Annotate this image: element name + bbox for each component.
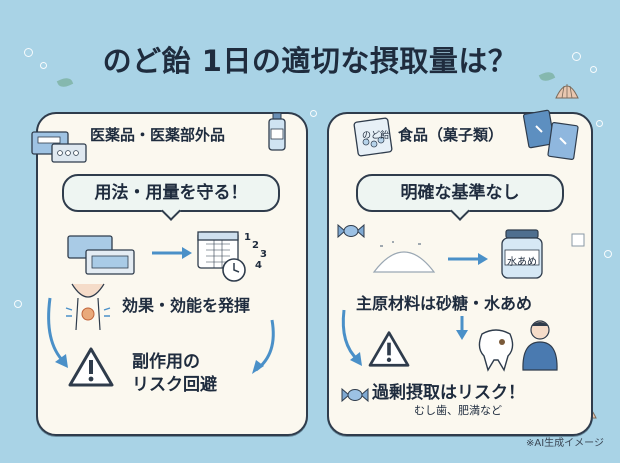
bubble [40, 62, 47, 69]
risk-text-line1: 副作用の [132, 352, 200, 372]
curve-arrow-icon [47, 297, 68, 368]
bubble [310, 110, 317, 117]
curve-arrow-icon [252, 319, 275, 374]
medicine-category-title: 医薬品・医薬部外品 [90, 126, 226, 144]
bubble [590, 66, 597, 73]
food-panel [327, 112, 593, 436]
bottle-icon [268, 112, 286, 151]
bubble [24, 48, 33, 57]
candy-packets-icon [522, 109, 579, 160]
shell-icon [555, 84, 579, 99]
clock-number: 2 [252, 240, 259, 251]
bubble [572, 52, 581, 61]
ai-credit-note: ※AI生成イメージ [526, 438, 604, 449]
arrow-right-icon [448, 253, 488, 265]
risk-examples-text: むし歯、肥満など [414, 404, 502, 417]
curve-arrow-icon [341, 309, 362, 366]
person-icon [522, 320, 558, 371]
arrow-right-icon [152, 247, 192, 259]
candy-bag-icon [353, 117, 393, 157]
no-standard-callout: 明確な基準なし [356, 174, 564, 212]
medicine-box-icon [31, 131, 87, 163]
clock-number: 4 [255, 260, 262, 271]
syrup-jar-icon [501, 229, 543, 279]
warning-icon [68, 347, 114, 387]
clock-number: 3 [260, 249, 267, 260]
materials-text: 主原材料は砂糖・水あめ [356, 294, 533, 313]
calendar-clock-icon [197, 231, 246, 282]
sugar-pile-icon [372, 241, 436, 273]
warning-icon [368, 331, 410, 367]
page-title: のど飴 1日の適切な摂取量は？ [102, 44, 518, 78]
clock-number: 1 [244, 232, 251, 243]
throat-icon [65, 283, 111, 331]
bubble [604, 250, 612, 258]
dosage-callout: 用法・用量を守る！ [62, 174, 280, 212]
bubble [596, 120, 603, 127]
candy-bag-label: のど飴 [362, 131, 390, 141]
wrapped-candy-icon [337, 223, 365, 239]
wrapped-candy-icon [341, 387, 369, 403]
effect-text: 効果・効能を発揮 [122, 296, 251, 315]
syrup-jar-label: 水あめ [507, 257, 537, 268]
medicine-package-icon [67, 235, 135, 275]
arrow-down-icon [456, 316, 468, 340]
overconsumption-risk-text: 過剰摂取はリスク！ [372, 383, 525, 403]
risk-text-line2: リスク回避 [132, 375, 217, 395]
tooth-icon [478, 329, 514, 372]
bubble [14, 300, 22, 308]
food-category-title: 食品（菓子類） [398, 126, 504, 144]
sugar-cube-icon [571, 233, 585, 247]
